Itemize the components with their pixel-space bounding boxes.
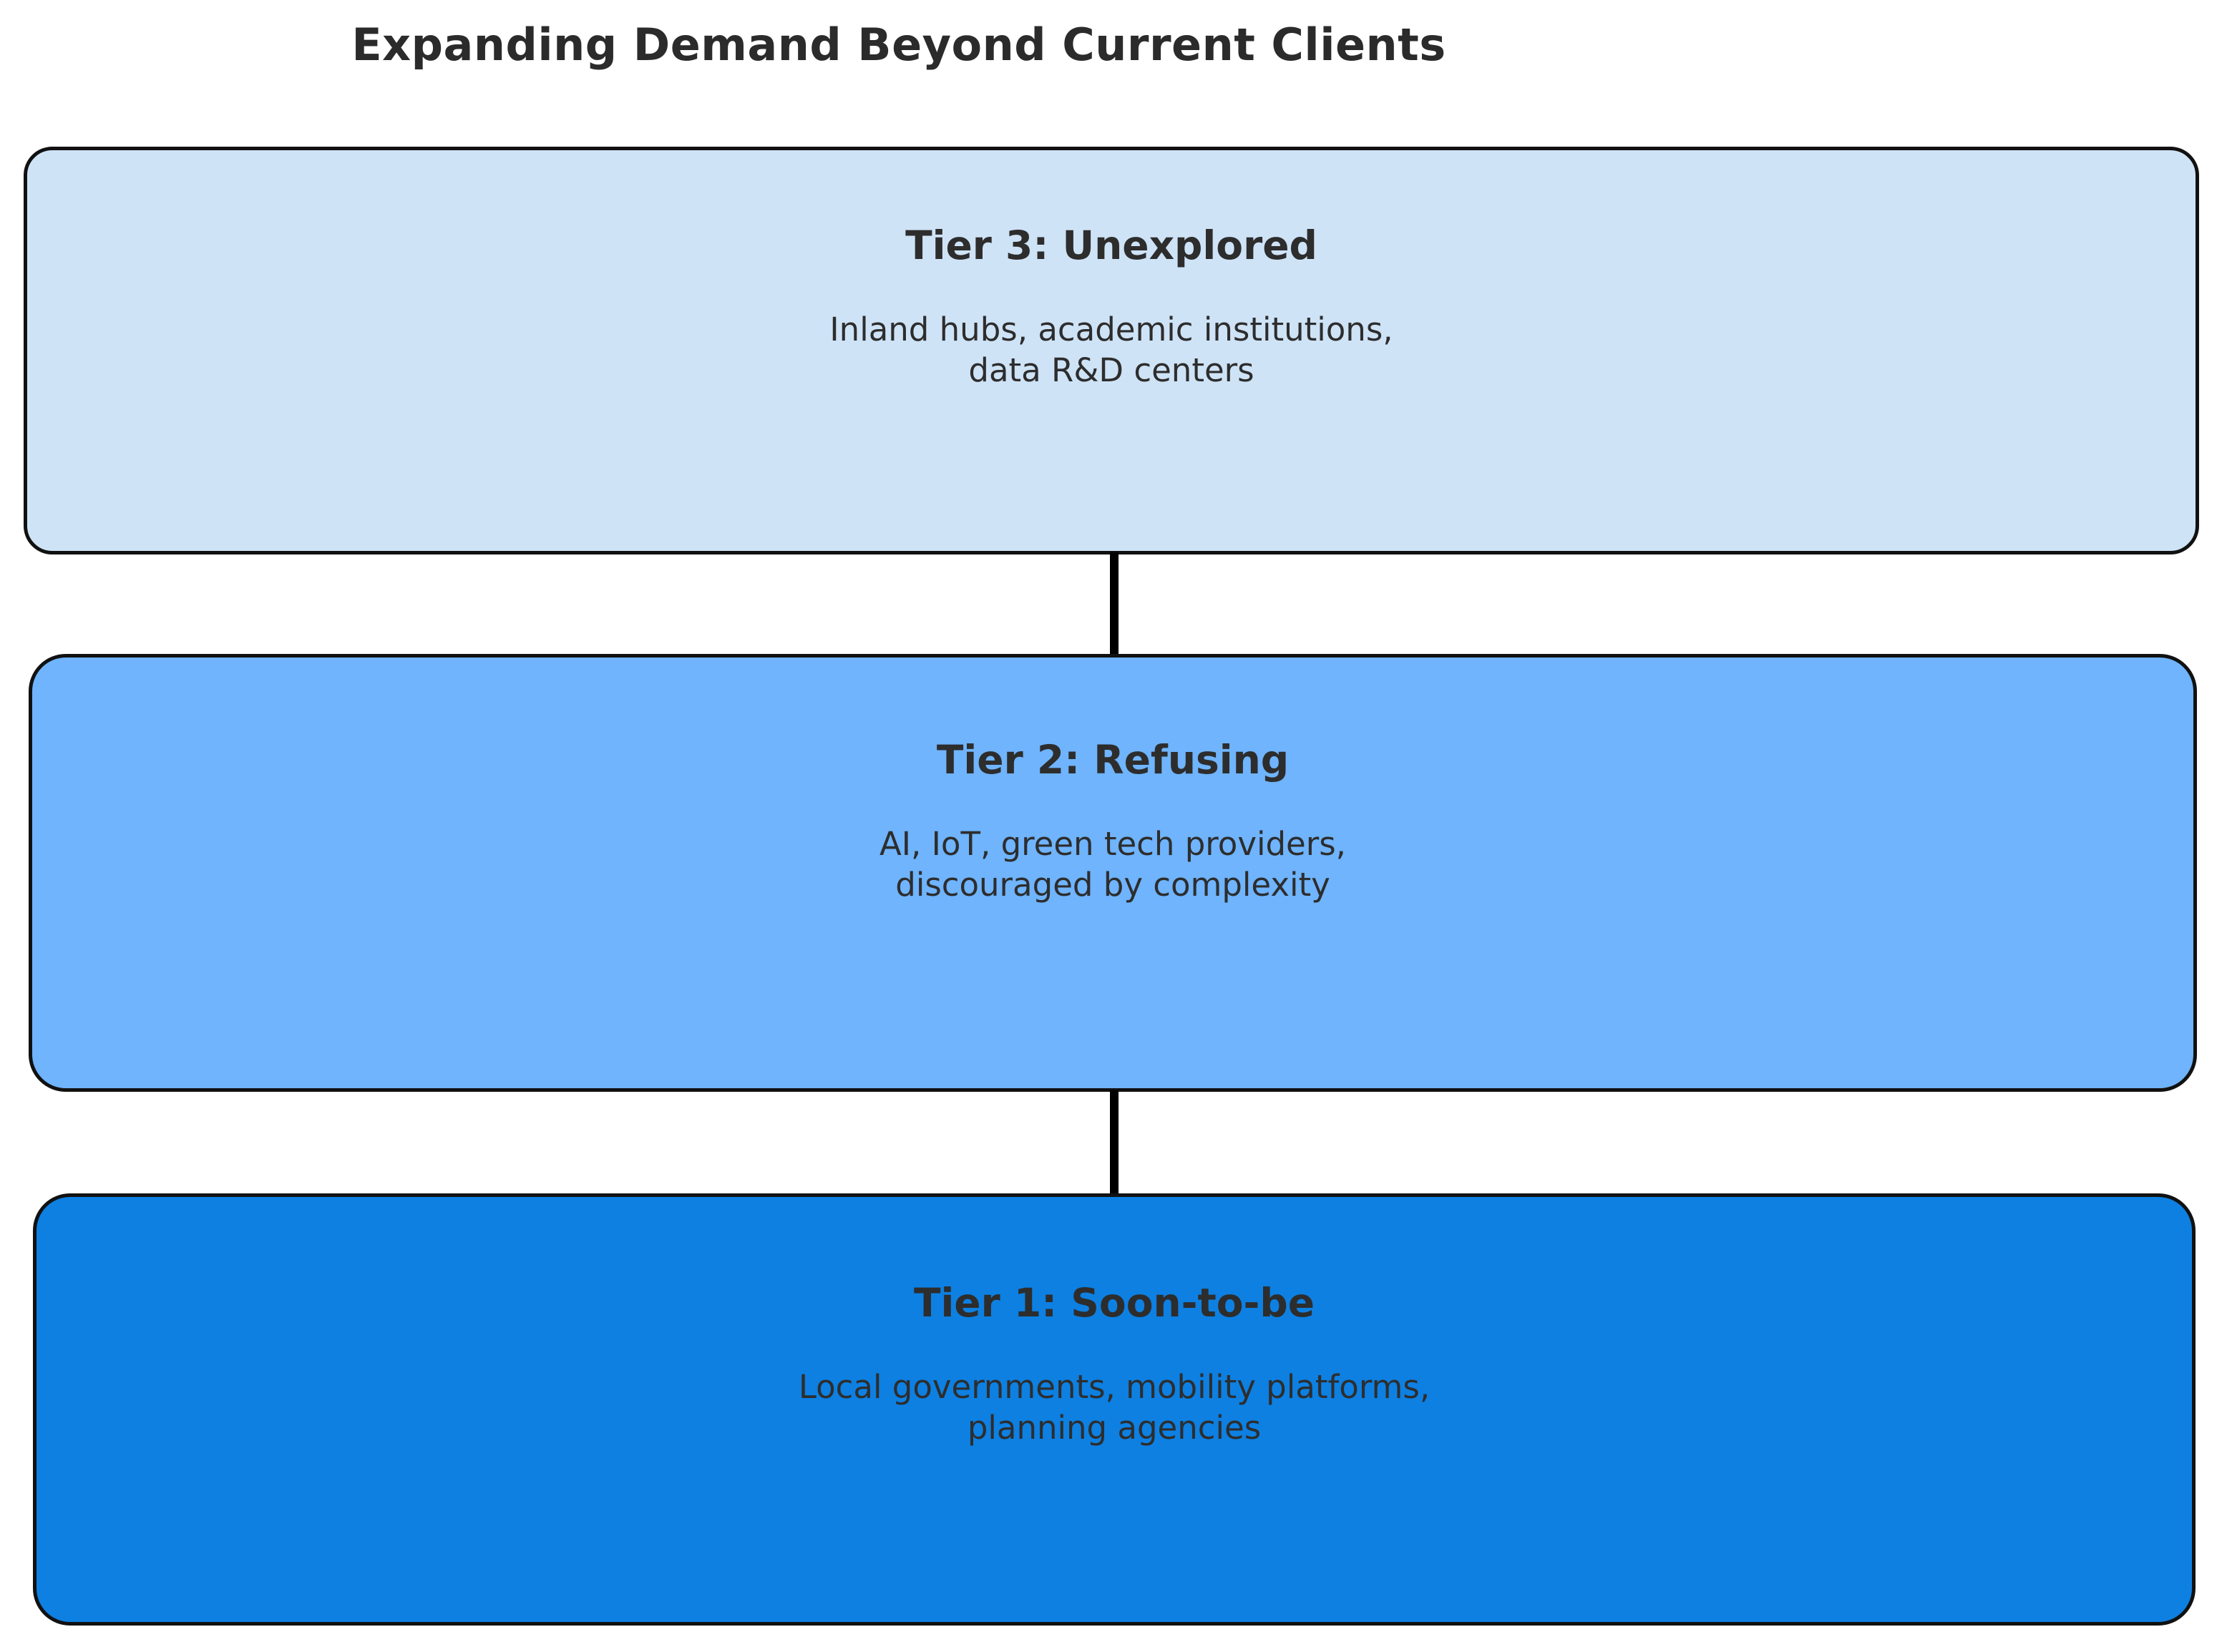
tier-1-node[interactable]: Tier 1: Soon-to-be Local governments, mo… xyxy=(33,1193,2196,1626)
tier-2-description-line-1: AI, IoT, green tech providers, xyxy=(879,824,1346,863)
tier-3-heading: Tier 3: Unexplored xyxy=(905,223,1317,268)
tier-3-description: Inland hubs, academic institutions, data… xyxy=(829,309,1393,391)
tier-3-description-line-2: data R&D centers xyxy=(968,351,1254,390)
tier-1-description: Local governments, mobility platforms, p… xyxy=(799,1367,1430,1449)
tier-1-heading: Tier 1: Soon-to-be xyxy=(913,1280,1315,1326)
tier-2-description: AI, IoT, green tech providers, discourag… xyxy=(879,823,1346,906)
tier-3-description-line-1: Inland hubs, academic institutions, xyxy=(829,310,1393,348)
tier-2-node[interactable]: Tier 2: Refusing AI, IoT, green tech pro… xyxy=(29,654,2197,1092)
tier-3-node[interactable]: Tier 3: Unexplored Inland hubs, academic… xyxy=(24,147,2199,554)
page-title: Expanding Demand Beyond Current Clients xyxy=(351,19,1446,71)
tier-1-description-line-1: Local governments, mobility platforms, xyxy=(798,1367,1431,1406)
tier-2-description-line-2: discouraged by complexity xyxy=(895,866,1330,904)
tier-2-heading: Tier 2: Refusing xyxy=(936,737,1290,783)
tier-1-description-line-2: planning agencies xyxy=(967,1409,1262,1447)
